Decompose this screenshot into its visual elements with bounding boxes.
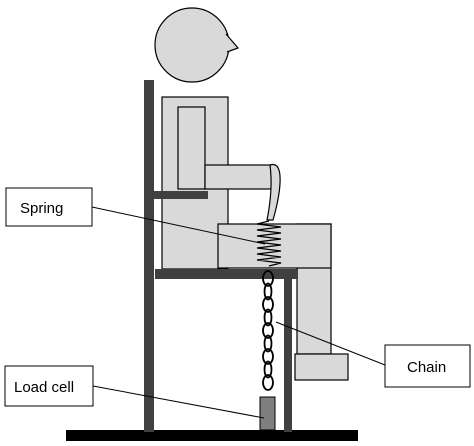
spring-icon bbox=[256, 220, 282, 267]
chair-front-leg bbox=[284, 272, 292, 432]
chain-icon bbox=[262, 270, 274, 391]
chain-link bbox=[262, 374, 274, 391]
chain-link bbox=[263, 334, 273, 353]
chair-armrest bbox=[146, 191, 208, 199]
floor-base bbox=[66, 430, 358, 441]
spring-label: Spring bbox=[20, 200, 63, 217]
chain-link bbox=[262, 270, 274, 287]
chain-link bbox=[262, 322, 274, 339]
chain-label: Chain bbox=[407, 359, 446, 376]
chain-link bbox=[263, 282, 273, 301]
upper-arm bbox=[177, 106, 206, 190]
load-cell-label: Load cell bbox=[14, 379, 74, 396]
chair-seat bbox=[155, 269, 298, 279]
nose bbox=[225, 33, 240, 53]
chain-link bbox=[262, 348, 274, 365]
load-cell-leader-line bbox=[92, 385, 265, 419]
chain-link bbox=[263, 308, 273, 327]
forearm bbox=[204, 164, 276, 190]
chain-link bbox=[263, 360, 273, 379]
chair-back-post bbox=[144, 80, 154, 432]
load-cell-icon bbox=[259, 396, 276, 431]
hand bbox=[266, 164, 281, 221]
foot bbox=[294, 353, 349, 381]
chain-link bbox=[262, 296, 274, 313]
spring-leader-line bbox=[91, 206, 266, 245]
load-cell-callout: Load cell bbox=[4, 365, 94, 407]
head bbox=[154, 7, 230, 83]
spring-callout: Spring bbox=[5, 187, 93, 227]
chain-callout: Chain bbox=[384, 344, 471, 388]
chain-leader-line bbox=[275, 321, 386, 366]
